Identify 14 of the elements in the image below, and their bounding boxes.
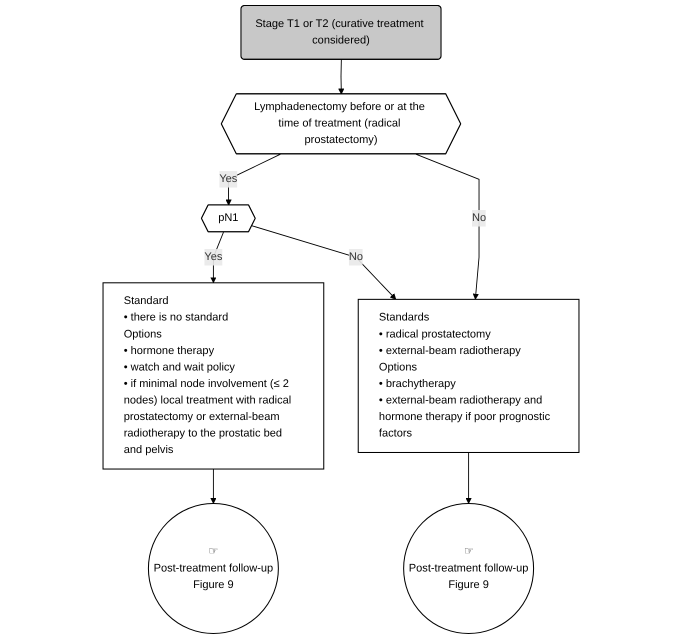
node-box: Standards • radical prostatectomy • external-beam radiotherapy Options • brachytherapy • external-beam radiotherapy and hormone therapy if poor prognostic factors [358,298,580,453]
node-circle: ☞ Post-treatment follow-up Figure 9 [403,503,534,634]
node-circle: ☞ Post-treatment follow-up Figure 9 [148,503,279,634]
edge-label: Yes [204,251,222,263]
arrow [252,225,396,300]
arrow [210,468,216,504]
arrow [466,452,472,504]
arrow [415,154,480,300]
edge-label: No [472,212,486,224]
edge-label: Yes [219,173,238,185]
arrow [338,59,344,94]
edge-label: No [348,251,363,263]
node-box: Standard • there is no standard Options • hormone therapy • watch and wait policy • if minimal node involvement (≤ 2 nodes) local treatment with radical prostatectomy or external-beam radiotherapy to the prostatic bed and pelvis [102,282,324,470]
arrow [210,232,224,284]
